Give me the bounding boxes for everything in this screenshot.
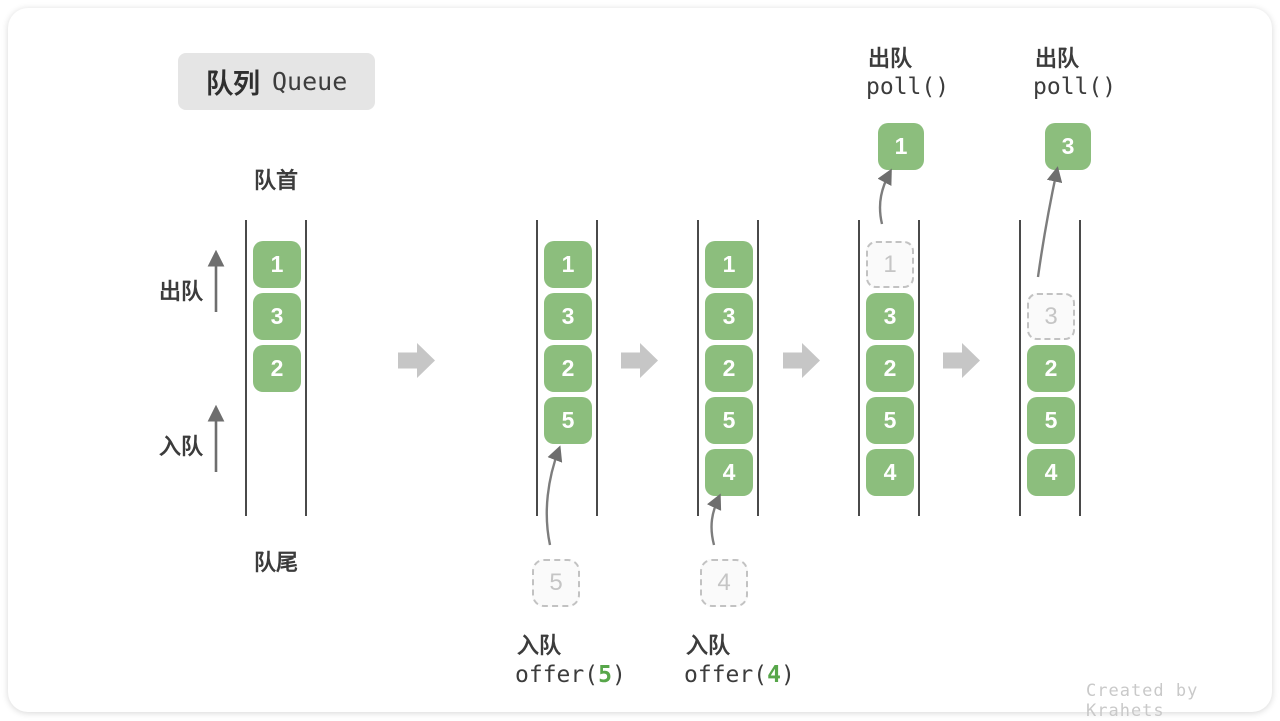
enqueue-caption: 入队 xyxy=(517,633,562,658)
removed-slot-box: 1 xyxy=(866,241,914,288)
queue-column-4: 1 3 2 5 4 xyxy=(858,220,920,516)
queue-box: 5 xyxy=(1027,397,1075,444)
dequeue-code-caption: poll() xyxy=(866,74,950,100)
queue-box: 3 xyxy=(253,293,301,340)
dequeue-caption: 出队 xyxy=(868,46,913,71)
enqueue-code-caption: offer(4) xyxy=(684,662,795,688)
queue-box: 4 xyxy=(1027,449,1075,496)
code-text: ) xyxy=(780,662,795,688)
queue-box: 5 xyxy=(544,397,592,444)
dequeue-side-label: 出队 xyxy=(159,279,204,304)
queue-box: 1 xyxy=(253,241,301,288)
queue-box: 4 xyxy=(866,449,914,496)
code-text: offer( xyxy=(684,662,768,688)
enqueue-code-caption: offer(5) xyxy=(515,662,626,688)
enqueue-side-label: 入队 xyxy=(159,434,204,459)
removed-slot-box: 3 xyxy=(1027,293,1075,340)
queue-box: 5 xyxy=(866,397,914,444)
pending-element-box: 5 xyxy=(532,559,580,607)
code-arg: 4 xyxy=(767,662,781,688)
title-en: Queue xyxy=(272,67,348,96)
queue-box: 2 xyxy=(253,345,301,392)
queue-box: 3 xyxy=(705,293,753,340)
diagram-canvas: 队列 Queue 队首 队尾 出队 入队 1 3 2 1 3 2 5 5 入队 … xyxy=(8,8,1272,721)
polled-element-box: 3 xyxy=(1045,123,1091,170)
polled-element-box: 1 xyxy=(878,123,924,170)
queue-box: 2 xyxy=(705,345,753,392)
queue-rear-label: 队尾 xyxy=(253,550,298,575)
queue-box: 3 xyxy=(866,293,914,340)
queue-box: 2 xyxy=(544,345,592,392)
queue-column-3: 1 3 2 5 4 xyxy=(697,220,759,516)
code-text: offer( xyxy=(515,662,599,688)
title-badge: 队列 Queue xyxy=(178,53,376,110)
queue-box: 4 xyxy=(705,449,753,496)
enqueue-caption: 入队 xyxy=(686,633,731,658)
queue-column-1: 1 3 2 xyxy=(245,220,307,516)
queue-box: 1 xyxy=(544,241,592,288)
queue-box: 2 xyxy=(866,345,914,392)
dequeue-code-caption: poll() xyxy=(1033,74,1117,100)
code-text: ) xyxy=(611,662,626,688)
queue-column-2: 1 3 2 5 xyxy=(536,220,598,516)
credit-text: Created by Krahets xyxy=(1086,681,1199,721)
queue-box: 3 xyxy=(544,293,592,340)
dequeue-caption: 出队 xyxy=(1035,46,1080,71)
queue-box: 2 xyxy=(1027,345,1075,392)
title-zh: 队列 xyxy=(206,69,260,99)
code-arg: 5 xyxy=(598,662,612,688)
queue-box: 1 xyxy=(705,241,753,288)
queue-column-5: 3 2 5 4 xyxy=(1019,220,1081,516)
pending-element-box: 4 xyxy=(700,559,748,607)
queue-front-label: 队首 xyxy=(253,168,298,193)
queue-box: 5 xyxy=(705,397,753,444)
